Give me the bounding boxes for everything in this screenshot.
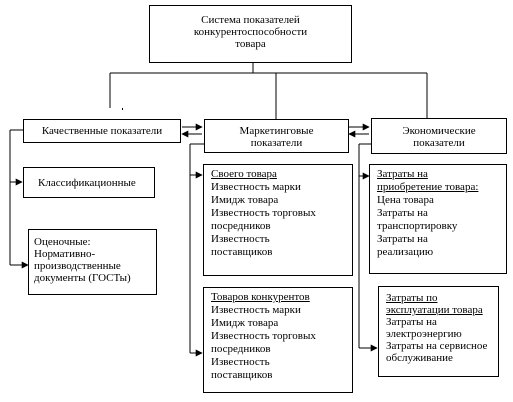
operation-item: Затраты на (386, 316, 437, 328)
competitor-goods-heading: Товаров конкурентов (211, 291, 310, 303)
root-line-1: Система показателей (201, 14, 300, 26)
competitor-goods-item: поставщиков (211, 369, 273, 381)
operation-costs-box: Затраты по эксплуатации товара Затраты н… (378, 286, 499, 377)
own-goods-item: Имидж товара (211, 194, 279, 206)
competitor-goods-box: Товаров конкурентов Известность марки Им… (203, 287, 353, 393)
own-goods-box: Своего товара Известность марки Имидж то… (203, 164, 353, 276)
acquisition-heading-line-2: приобретение товара: (377, 181, 479, 193)
assessment-line-4: документы (ГОСТы) (34, 272, 131, 284)
competitor-goods-item: Имидж товара (211, 317, 279, 329)
acquisition-item: Цена товара (377, 194, 434, 206)
operation-heading-line-2: эксплуатации товара (386, 304, 483, 316)
stray-mark (122, 108, 123, 110)
classification-label: Классификационные (38, 177, 136, 189)
quality-indicators-title: Качественные показатели (41, 125, 163, 137)
acquisition-heading-line-1: Затраты на (377, 168, 428, 180)
own-goods-item: Известность торговых (211, 207, 316, 219)
acquisition-costs-box: Затраты на приобретение товара: Цена тов… (369, 164, 507, 274)
marketing-title-line-2: показатели (250, 137, 303, 149)
root-line-3: товара (235, 38, 266, 50)
competitor-goods-item: Известность марки (211, 304, 301, 316)
marketing-indicators-box: Маркетинговые показатели (204, 119, 349, 153)
classification-box: Классификационные (23, 167, 155, 198)
assessment-box: Оценочные: Нормативно- производственные … (28, 229, 157, 295)
own-goods-item: поставщиков (211, 246, 273, 258)
operation-item: Затраты на сервисное (386, 340, 488, 352)
root-line-2: конкурентоспособности (193, 26, 308, 38)
assessment-line-3: производственные (34, 260, 121, 272)
own-goods-item: Известность (211, 233, 270, 245)
assessment-line-2: Нормативно- (34, 248, 96, 260)
acquisition-item: Затраты на (377, 233, 428, 245)
acquisition-item: транспортировку (377, 220, 458, 232)
competitor-goods-item: Известность торговых (211, 330, 316, 342)
acquisition-item: реализацию (377, 246, 434, 258)
operation-item: электроэнергию (386, 328, 462, 340)
competitor-goods-item: Известность (211, 356, 270, 368)
competitor-goods-item: посредников (211, 343, 271, 355)
quality-indicators-box: Качественные показатели (23, 119, 181, 143)
own-goods-heading: Своего товара (211, 168, 277, 180)
economic-indicators-box: Экономические показатели (371, 118, 507, 154)
own-goods-item: Известность марки (211, 181, 301, 193)
root-box: Система показателей конкурентоспособност… (149, 5, 352, 63)
own-goods-item: посредников (211, 220, 271, 232)
assessment-line-1: Оценочные: (34, 236, 91, 248)
marketing-title-line-1: Маркетинговые (239, 125, 314, 137)
economic-title-line-1: Экономические (402, 125, 476, 137)
operation-heading-line-1: Затраты по (386, 292, 438, 304)
economic-title-line-2: показатели (413, 137, 465, 149)
operation-item: обслуживание (386, 352, 453, 364)
acquisition-item: Затраты на (377, 207, 428, 219)
